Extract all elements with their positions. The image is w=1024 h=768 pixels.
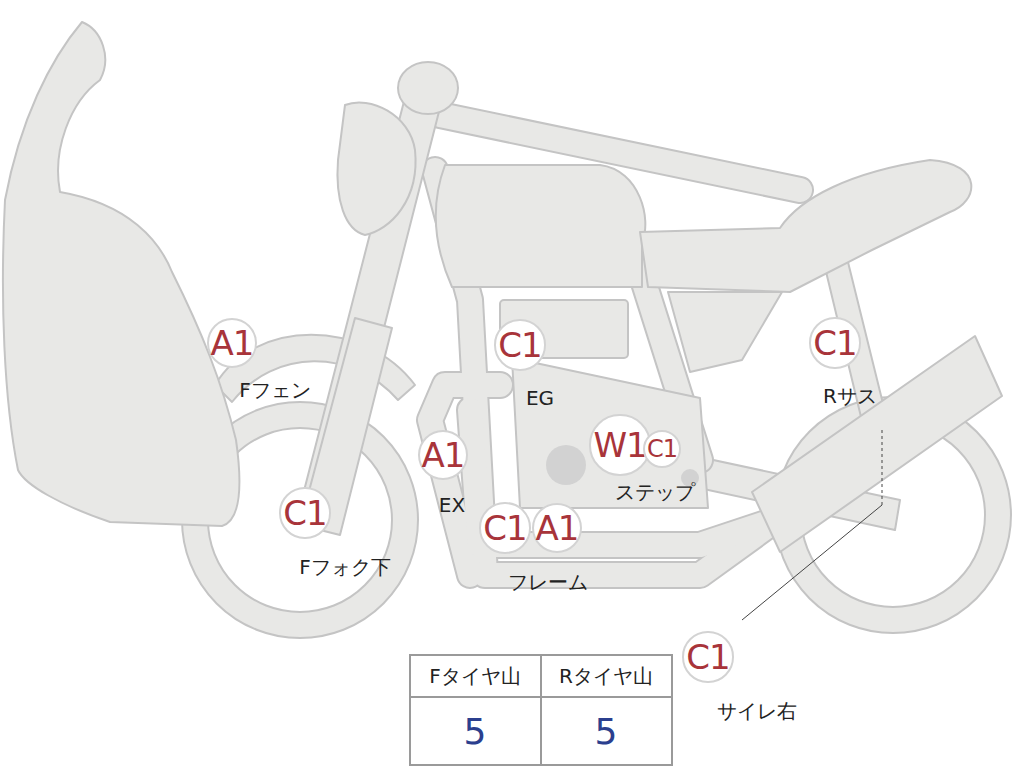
damage-code: C1 [686,640,729,674]
leader-line [882,430,883,505]
fuel-tank [436,165,645,287]
damage-code: C1 [647,437,677,461]
meter [398,62,458,114]
part-name: EX [439,494,465,516]
damage-code-circle: A1 [207,318,258,369]
damage-code-circle: C1 [279,487,330,538]
part-name: Rタイヤ山 [559,665,653,687]
damage-code-circle: A1 [532,503,583,554]
damage-code: W1 [593,428,646,462]
damage-code: A1 [536,511,579,545]
table-value: 5 [464,712,487,752]
part-name: Fタイヤ山 [429,665,521,687]
part-name: Rサス [823,385,877,407]
damage-code-circle: C1 [494,319,545,370]
front-fairing [3,22,240,526]
part-name: Fフォク下 [299,556,391,578]
tread-table [410,655,672,765]
damage-code: C1 [813,326,856,360]
muffler [752,336,1002,552]
damage-code: A1 [422,438,465,472]
part-name: サイレ右 [717,700,797,722]
damage-code-circle: C1 [479,502,530,553]
seat [640,160,971,292]
engine-block [512,358,708,508]
part-name: ステップ [615,481,695,503]
engine-cover [546,445,586,485]
side-cover [668,292,782,372]
damage-code: C1 [498,328,541,362]
damage-code-circle: C1 [809,317,860,368]
damage-code: A1 [211,326,254,360]
damage-code-circle: A1 [418,430,469,481]
table-value: 5 [595,712,618,752]
part-name: EG [526,387,554,409]
damage-code: C1 [483,511,526,545]
damage-code: C1 [283,496,326,530]
damage-code-circle: C1 [643,430,681,468]
damage-code-circle: C1 [682,631,733,682]
headlight-cowl [337,102,415,235]
part-name: フレーム [508,571,588,593]
leader-line [742,505,882,620]
part-name: Fフェン [239,379,311,401]
damage-code-circle: W1 [589,414,650,475]
